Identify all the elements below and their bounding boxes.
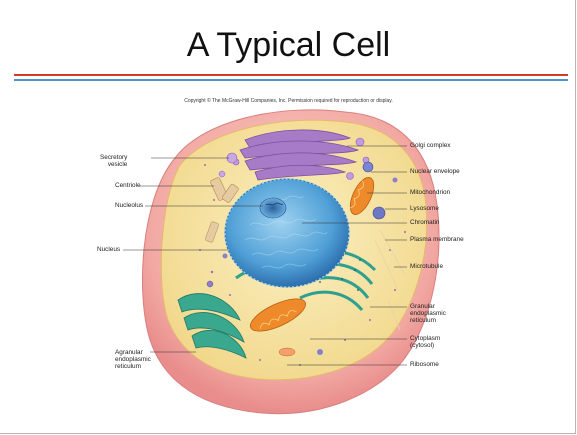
label-secretory-vesicle-line2: vesicle <box>100 161 127 168</box>
lysosome-shape <box>373 207 385 219</box>
label-granular-line1: Granular <box>410 303 446 310</box>
label-chromatin: Chromatin <box>410 219 439 226</box>
label-plasma-membrane: Plasma membrane <box>410 236 464 243</box>
label-cytoplasm-line1: Cytoplasm <box>410 335 440 342</box>
label-granular-er: Granular endoplasmic reticulum <box>410 303 446 324</box>
label-golgi-complex: Golgi complex <box>410 142 451 149</box>
label-nuclear-envelope: Nuclear envelope <box>410 168 460 175</box>
label-nucleolus: Nucleolus <box>115 202 143 209</box>
label-agranular-line2: endoplasmic <box>115 356 151 363</box>
label-agranular-line1: Agranular <box>115 349 151 356</box>
label-secretory-vesicle-line1: Secretory <box>100 154 127 161</box>
label-secretory-vesicle: Secretory vesicle <box>100 154 127 168</box>
label-lysosome: Lysosome <box>410 205 439 212</box>
label-cytoplasm-line2: (cytosol) <box>410 342 440 349</box>
label-granular-line2: endoplasmic <box>410 310 446 317</box>
label-centriole: Centriole <box>115 182 141 189</box>
label-granular-line3: reticulum <box>410 317 446 324</box>
label-agranular-er: Agranular endoplasmic reticulum <box>115 349 151 370</box>
label-microtubule: Microtubule <box>410 263 443 270</box>
label-agranular-line3: reticulum <box>115 363 151 370</box>
label-mitochondrion: Mitochondrion <box>410 189 450 196</box>
nucleolus-shape <box>260 198 286 218</box>
label-cytoplasm: Cytoplasm (cytosol) <box>410 335 440 349</box>
label-nucleus: Nucleus <box>97 246 120 253</box>
label-ribosome: Ribosome <box>410 361 439 368</box>
